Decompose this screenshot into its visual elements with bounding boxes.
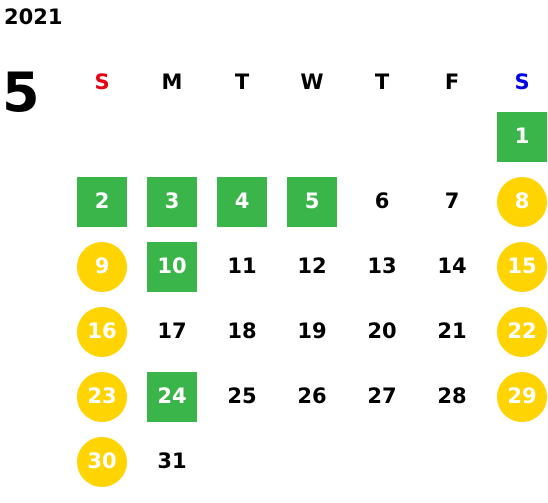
day-number: 15 — [497, 241, 547, 292]
day-number: 14 — [437, 254, 467, 278]
day-cell: 12 — [277, 234, 347, 299]
day-number: 27 — [367, 384, 397, 408]
day-cell: 21 — [417, 299, 487, 364]
day-number: 30 — [77, 436, 127, 487]
weekday-monday: M — [161, 70, 183, 94]
day-number: 3 — [147, 176, 197, 227]
day-cell: 25 — [207, 364, 277, 429]
day-cell: 28 — [417, 364, 487, 429]
empty-day-cell — [347, 429, 417, 494]
day-cell: 15 — [487, 234, 548, 299]
day-cell: 13 — [347, 234, 417, 299]
empty-day-cell — [347, 104, 417, 169]
day-cell: 22 — [487, 299, 548, 364]
day-cell: 3 — [137, 169, 207, 234]
day-number: 16 — [77, 306, 127, 357]
day-number: 24 — [147, 371, 197, 422]
empty-day-cell — [277, 104, 347, 169]
empty-day-cell — [277, 429, 347, 494]
day-number: 25 — [227, 384, 257, 408]
day-cell: 2 — [67, 169, 137, 234]
day-number: 13 — [367, 254, 397, 278]
year-label: 2021 — [4, 5, 63, 29]
day-cell: 11 — [207, 234, 277, 299]
day-number: 20 — [367, 319, 397, 343]
day-number: 21 — [437, 319, 467, 343]
day-number: 17 — [157, 319, 187, 343]
day-number: 12 — [297, 254, 327, 278]
empty-day-cell — [207, 429, 277, 494]
day-cell: 8 — [487, 169, 548, 234]
day-cell: 10 — [137, 234, 207, 299]
day-cell: 17 — [137, 299, 207, 364]
month-label: 5 — [2, 61, 40, 124]
day-number: 11 — [227, 254, 257, 278]
empty-day-cell — [67, 104, 137, 169]
weekday-sunday: S — [94, 70, 110, 94]
weekday-wednesday: W — [300, 70, 324, 94]
empty-day-cell — [137, 104, 207, 169]
day-cell: 5 — [277, 169, 347, 234]
day-cell: 23 — [67, 364, 137, 429]
day-number: 22 — [497, 306, 547, 357]
weekday-saturday: S — [514, 70, 530, 94]
day-cell: 24 — [137, 364, 207, 429]
day-number: 6 — [374, 189, 390, 213]
day-number: 10 — [147, 241, 197, 292]
day-number: 2 — [77, 176, 127, 227]
day-cell: 16 — [67, 299, 137, 364]
day-number: 4 — [217, 176, 267, 227]
day-cell: 27 — [347, 364, 417, 429]
day-number: 1 — [497, 111, 547, 162]
weekday-thursday: T — [374, 70, 390, 94]
day-cell: 7 — [417, 169, 487, 234]
day-cell: 31 — [137, 429, 207, 494]
empty-day-cell — [417, 429, 487, 494]
day-cell: 4 — [207, 169, 277, 234]
day-number: 29 — [497, 371, 547, 422]
day-cell: 29 — [487, 364, 548, 429]
day-number: 31 — [157, 449, 187, 473]
day-number: 28 — [437, 384, 467, 408]
day-number: 19 — [297, 319, 327, 343]
empty-day-cell — [487, 429, 548, 494]
day-cell: 9 — [67, 234, 137, 299]
empty-day-cell — [207, 104, 277, 169]
weekday-tuesday: T — [234, 70, 250, 94]
day-number: 18 — [227, 319, 257, 343]
day-cell: 20 — [347, 299, 417, 364]
empty-day-cell — [417, 104, 487, 169]
day-cell: 26 — [277, 364, 347, 429]
day-number: 5 — [287, 176, 337, 227]
day-cell: 30 — [67, 429, 137, 494]
day-number: 23 — [77, 371, 127, 422]
day-number: 26 — [297, 384, 327, 408]
weekday-friday: F — [444, 70, 460, 94]
day-cell: 6 — [347, 169, 417, 234]
day-cell: 18 — [207, 299, 277, 364]
day-number: 8 — [497, 176, 547, 227]
day-cell: 14 — [417, 234, 487, 299]
day-number: 7 — [444, 189, 460, 213]
day-cell: 1 — [487, 104, 548, 169]
day-cell: 19 — [277, 299, 347, 364]
day-number: 9 — [77, 241, 127, 292]
